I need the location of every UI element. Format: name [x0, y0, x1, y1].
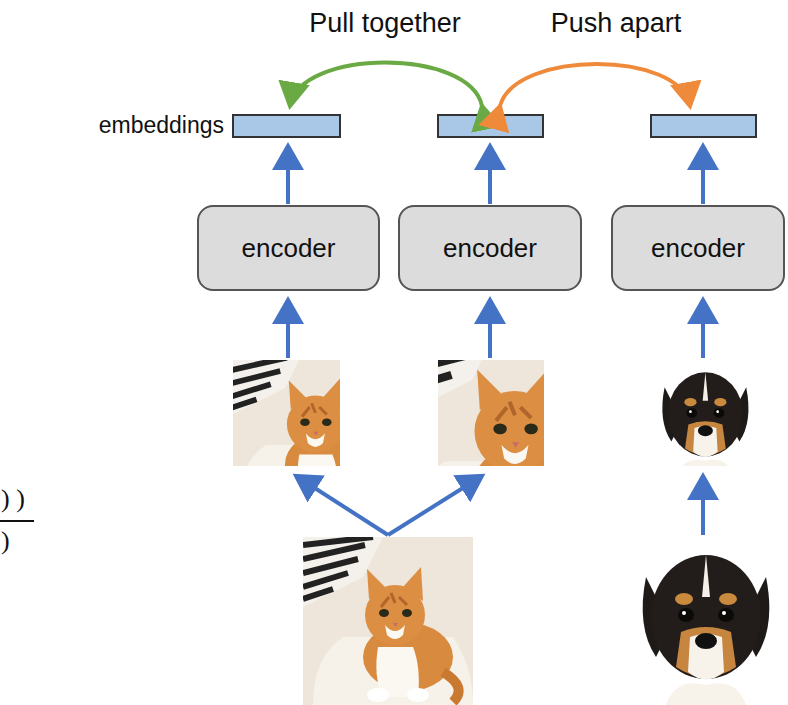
cat-crop — [438, 360, 544, 466]
pull-arc — [290, 63, 482, 107]
cat-crop — [233, 360, 340, 466]
cat-photo — [303, 537, 473, 705]
embedding-bar — [651, 115, 756, 137]
encoder-box: encoder — [398, 205, 582, 291]
box-label: encoder — [242, 233, 336, 264]
embedding-bar — [438, 115, 543, 137]
push-arc — [500, 64, 690, 106]
formula-fragment: ) — [1, 526, 10, 556]
axis-label: embeddings — [99, 112, 224, 139]
dog-photo — [626, 537, 786, 705]
embedding-bar — [233, 115, 340, 137]
arc-label: Pull together — [309, 8, 461, 39]
encoder-box: encoder — [611, 205, 785, 291]
encoder-box: encoder — [197, 205, 380, 291]
arc-label: Push apart — [551, 8, 682, 39]
formula-fragment: ) ) — [1, 484, 25, 514]
box-label: encoder — [651, 233, 745, 264]
dog-crop — [651, 360, 757, 466]
box-label: encoder — [443, 233, 537, 264]
fraction-bar — [0, 520, 34, 522]
